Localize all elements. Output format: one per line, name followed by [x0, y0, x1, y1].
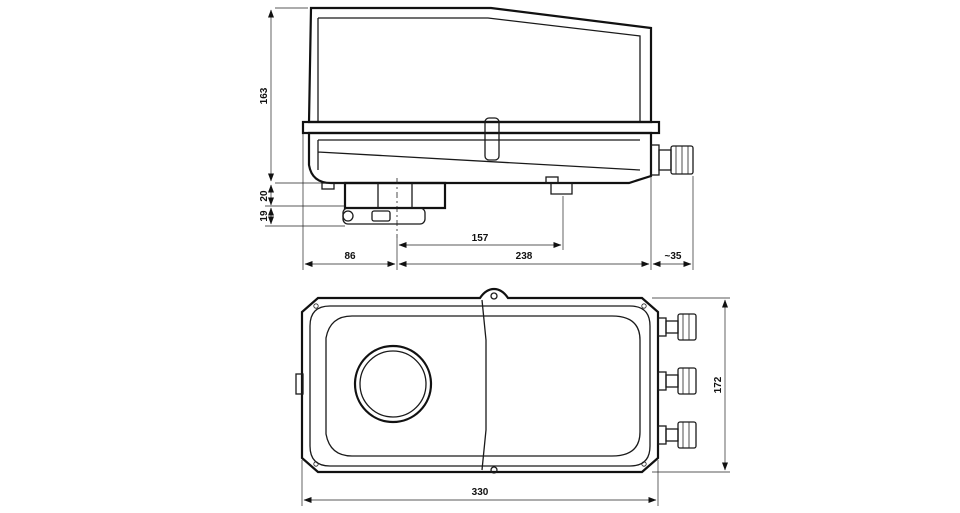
mount-hole-bottom	[490, 466, 498, 474]
dim-20-label: 20	[259, 190, 270, 202]
housing-detail	[317, 139, 641, 171]
output-mount	[343, 181, 447, 210]
corner-hole-br	[641, 461, 647, 467]
dim-157-label: 157	[472, 233, 489, 244]
lever	[550, 182, 573, 195]
dim-35-label: ~35	[665, 251, 682, 262]
gland-top	[657, 313, 697, 341]
top-view: 172 330	[295, 287, 730, 506]
dim-163-label: 163	[259, 87, 270, 104]
dim-330-label: 330	[472, 487, 489, 498]
cover-inner-line	[317, 17, 641, 122]
corner-hole-bl	[313, 461, 319, 467]
top-outer-outline	[300, 287, 660, 474]
top-divider	[481, 299, 487, 471]
gland-bottom	[657, 421, 697, 449]
dim-19-label: 19	[259, 210, 270, 222]
gland-ribs	[675, 146, 689, 174]
top-inner-panel	[325, 315, 641, 457]
side-tab	[295, 373, 304, 395]
gland-nut	[658, 149, 672, 171]
top-inner-rim	[309, 305, 651, 467]
gland-middle	[657, 367, 697, 395]
flange	[301, 120, 661, 135]
housing-outline	[307, 131, 653, 185]
center-post	[484, 117, 500, 161]
coupling-pin	[342, 210, 354, 222]
coupling-bolt	[371, 210, 391, 222]
cover-outline	[307, 6, 653, 124]
mount-detail	[377, 183, 413, 208]
corner-hole-tr	[641, 303, 647, 309]
shaft-circle-outer	[353, 344, 433, 424]
dim-238-label: 238	[516, 251, 533, 262]
corner-hole-tl	[313, 303, 319, 309]
dim-172-label: 172	[713, 376, 724, 393]
shaft-circle-inner	[359, 350, 427, 418]
side-view: 163 20 19 157 86 238 ~35	[259, 6, 694, 270]
dim-86-label: 86	[344, 251, 356, 262]
gland-base	[650, 144, 660, 176]
mount-hole-top	[490, 292, 498, 300]
